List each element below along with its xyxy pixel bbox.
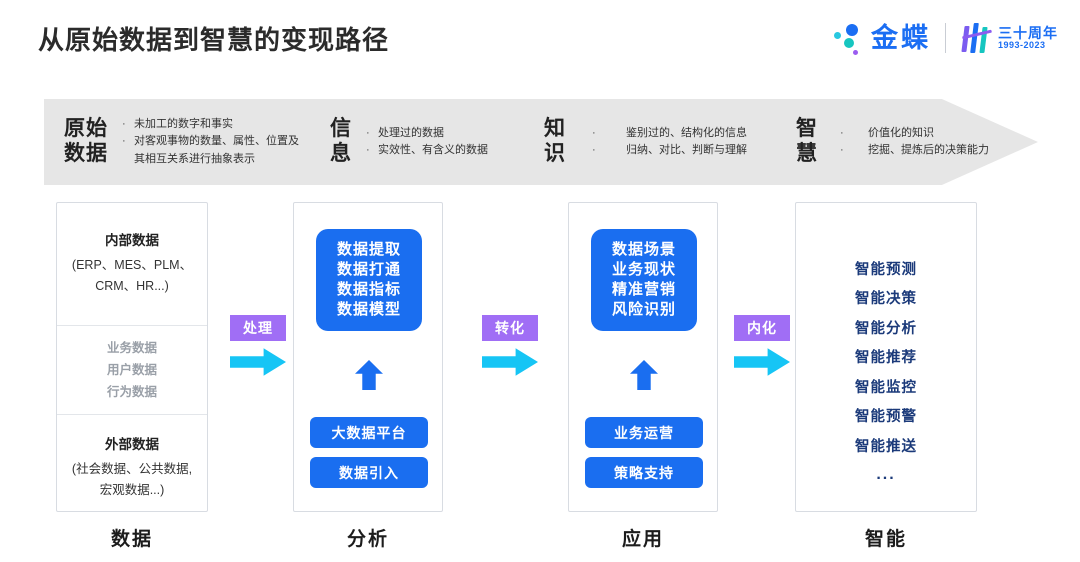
bullet-dot-icon: · [122,118,126,131]
anniversary-label: 三十周年 [998,24,1058,41]
dikw-banner-shape [44,99,1038,185]
column-card-data: 内部数据 (ERP、MES、PLM、 CRM、HR...) 业务数据 用户数据 … [56,202,208,512]
list-ellipsis: ... [876,465,896,483]
connector-label: 转化 [482,315,538,341]
external-data-section: 外部数据 (社会数据、公共数据, 宏观数据...) [57,415,207,513]
banner-stage-raw-data: 原始 数据 ·未加工的数字和事实 ·对客观事物的数量、属性、位置及其相互关系进行… [64,99,302,185]
bullet-dot-icon: · [592,144,596,156]
list-item: 业务数据 [106,341,157,355]
list-item: 智能推荐 [855,350,917,366]
application-pill-operations[interactable]: 业务运营 [585,417,703,448]
connector-internalization: 内化 [726,315,798,377]
anniversary-years: 1993-2023 [998,39,1046,50]
data-types-section: 业务数据 用户数据 行为数据 [57,325,207,415]
banner-stage-title: 智 慧 [796,117,818,165]
list-item: 行为数据 [106,384,157,399]
right-arrow-icon [230,348,286,376]
footer-label-intelligence: 智能 [864,529,907,550]
bullet-dot-icon: · [122,135,126,148]
bullet-dot-icon: · [366,126,370,139]
right-arrow-icon [734,348,790,376]
banner-stage-bullets: ·价值化的知识 ·挖掘、提炼后的决策能力 [840,125,989,159]
bullet-dot-icon: · [840,144,844,156]
banner-stage-wisdom: 智 慧 ·价值化的知识 ·挖掘、提炼后的决策能力 [796,99,989,185]
brand-name: 金蝶 [871,22,931,53]
footer-label-data: 数据 [110,529,153,550]
internal-data-detail: (ERP、MES、PLM、 CRM、HR...) [71,258,193,293]
connector-processing: 处理 [222,315,294,377]
bullet-dot-icon: · [366,144,370,156]
banner-stage-knowledge: 知 识 ·鉴别过的、结构化的信息 ·归纳、对比、判断与理解 [544,99,747,185]
column-card-analysis: 数据提取 数据打通 数据指标 数据模型 大数据平台 数据引入 [293,202,443,512]
bullet-dot-icon: · [592,126,596,139]
analysis-pill-ingest[interactable]: 数据引入 [310,457,428,488]
connector-label: 内化 [734,315,790,341]
up-arrow-icon [630,360,658,390]
internal-data-section: 内部数据 (ERP、MES、PLM、 CRM、HR...) [57,203,207,325]
connector-transformation: 转化 [474,315,546,377]
anniversary-mark-icon [960,22,994,54]
banner-stage-bullets: ·未加工的数字和事实 ·对客观事物的数量、属性、位置及其相互关系进行抽象表示 [122,118,299,165]
analysis-capability-box[interactable]: 数据提取 数据打通 数据指标 数据模型 [316,229,422,331]
external-data-heading: 外部数据 [105,437,159,452]
page-title: 从原始数据到智慧的变现路径 [38,25,390,55]
kingdee-dots-icon [831,21,867,55]
column-card-intelligence: 智能预测 智能决策 智能分析 智能推荐 智能监控 智能预警 智能推送 ... [795,202,977,512]
external-data-detail: (社会数据、公共数据, 宏观数据...) [71,462,193,497]
footer-label-application: 应用 [621,529,664,550]
application-capability-box[interactable]: 数据场景 业务现状 精准营销 风险识别 [591,229,697,331]
banner-stage-information: 信 息 ·处理过的数据 ·实效性、有含义的数据 [330,99,488,185]
list-item: 智能决策 [855,291,917,307]
dikw-banner: 原始 数据 ·未加工的数字和事实 ·对客观事物的数量、属性、位置及其相互关系进行… [44,99,1038,185]
list-item: 智能推送 [855,438,917,455]
brand-logo: 金蝶 三十周年 1993-2023 [831,16,1058,60]
intelligence-list: 智能预测 智能决策 智能分析 智能推荐 智能监控 智能预警 智能推送 ... [796,255,976,484]
list-item: 智能预测 [855,261,917,278]
list-item: 智能监控 [855,379,917,396]
connector-label: 处理 [230,315,286,341]
list-item: 智能分析 [855,320,917,337]
up-arrow-icon [355,360,383,390]
analysis-pill-platform[interactable]: 大数据平台 [310,417,428,448]
list-item: 用户数据 [106,362,157,377]
banner-stage-bullets: ·鉴别过的、结构化的信息 ·归纳、对比、判断与理解 [592,125,747,159]
right-arrow-icon [482,348,538,376]
brand-divider [945,23,946,53]
banner-stage-title: 知 识 [544,117,566,165]
banner-stage-bullets: ·处理过的数据 ·实效性、有含义的数据 [366,125,488,159]
banner-stage-title: 信 息 [330,117,352,165]
bullet-dot-icon: · [840,126,844,139]
column-card-application: 数据场景 业务现状 精准营销 风险识别 业务运营 策略支持 [568,202,718,512]
internal-data-heading: 内部数据 [105,233,159,248]
footer-label-analysis: 分析 [346,529,389,550]
list-item: 智能预警 [855,409,917,425]
anniversary-badge: 三十周年 1993-2023 [960,22,1058,54]
application-pill-strategy[interactable]: 策略支持 [585,457,703,488]
banner-stage-title: 原始 数据 [64,117,108,165]
